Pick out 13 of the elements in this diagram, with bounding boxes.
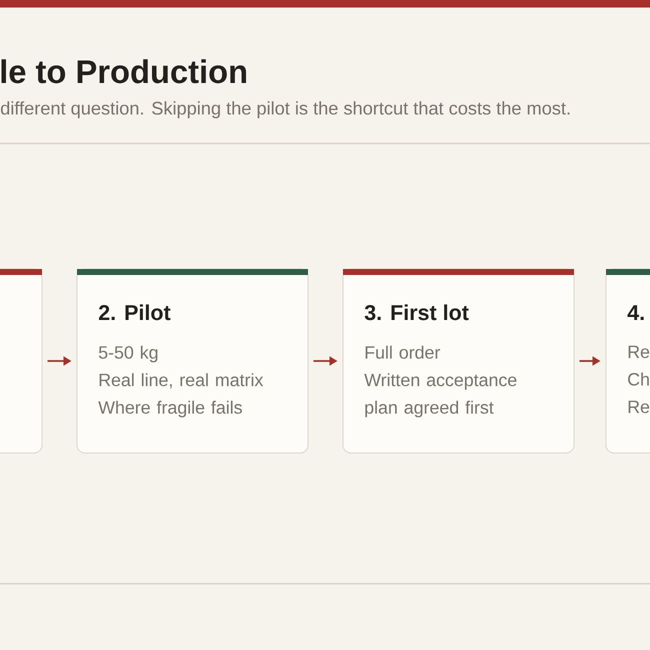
card-text: Re xyxy=(628,346,650,358)
card-heading: 3. First lot xyxy=(364,304,469,320)
card-heading: 2. Pilot xyxy=(98,304,170,320)
card-text: Full order xyxy=(366,346,440,359)
card-text: Ch xyxy=(628,372,649,386)
title: le to Production xyxy=(2,59,246,84)
card-text: Re xyxy=(628,400,650,414)
card-text: Where fragile fails xyxy=(98,400,242,418)
subtitle: different question. Skipping the pilot is the shortcut that costs the most. xyxy=(0,101,570,118)
card-text: 5-50 kg xyxy=(98,346,158,362)
card-heading: 4. xyxy=(628,305,644,320)
card-text: Written acceptance plan agreed first xyxy=(364,373,516,418)
card-text: Real line, real matrix xyxy=(100,373,264,388)
